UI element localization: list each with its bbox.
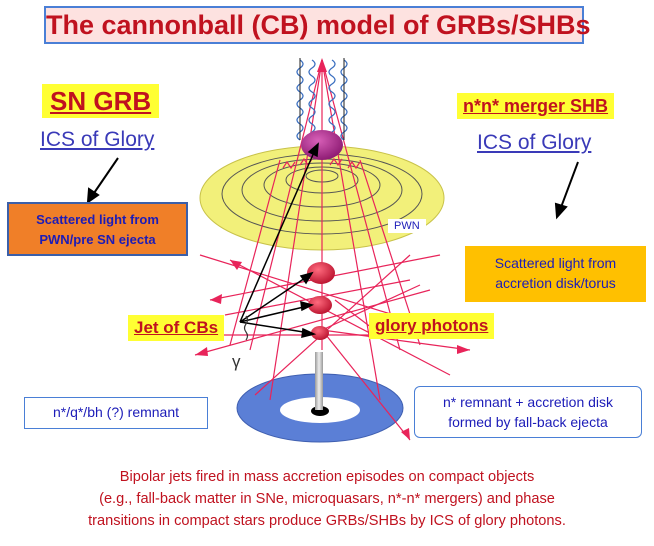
- leading-cannonball: [301, 130, 343, 160]
- jet-of-cbs-label: Jet of CBs: [128, 315, 225, 341]
- remnant-right-box: n* remnant + accretion disk formed by fa…: [414, 386, 642, 438]
- jet-pointer-arrows: [239, 142, 319, 338]
- merger-shb-heading: n*n* merger SHB: [457, 93, 615, 119]
- scattered-light-pwn-box: Scattered light from PWN/pre SN ejecta: [7, 202, 188, 256]
- caption: Bipolar jets fired in mass accretion epi…: [20, 466, 634, 532]
- cannonballs: [307, 262, 335, 340]
- ics-glory-right: ICS of Glory: [477, 131, 592, 154]
- scattered-light-disk-line2: accretion disk/torus: [495, 275, 616, 291]
- scattered-light-pwn-line2: PWN/pre SN ejecta: [39, 232, 156, 247]
- page-title: The cannonball (CB) model of GRBs/SHBs: [44, 6, 591, 44]
- remnant-right-line1: n* remnant + accretion disk: [442, 394, 614, 410]
- gamma-wave: [243, 315, 249, 341]
- scattered-light-disk-line1: Scattered light from: [494, 255, 617, 271]
- remnant-right-line2: formed by fall-back ejecta: [448, 414, 608, 430]
- pwn-label: PWN: [388, 219, 426, 233]
- caption-line3: transitions in compact stars produce GRB…: [88, 513, 566, 529]
- scattered-light-pwn-line1: Scattered light from: [36, 212, 159, 227]
- jet-stem: [315, 352, 323, 410]
- gamma-label: γ: [232, 352, 241, 371]
- glory-photons-label: glory photons: [369, 313, 495, 339]
- scattered-light-disk-box: Scattered light from accretion disk/toru…: [465, 246, 646, 302]
- caption-line1: Bipolar jets fired in mass accretion epi…: [119, 469, 535, 485]
- remnant-left-box: n*/q*/bh (?) remnant: [24, 397, 208, 429]
- ics-glory-left: ICS of Glory: [40, 128, 155, 151]
- ray-arrowheads: [195, 58, 470, 440]
- sn-grb-heading: SN GRB: [42, 84, 160, 118]
- caption-line2: (e.g., fall-back matter in SNe, microqua…: [99, 491, 555, 507]
- coil-outline: [299, 58, 345, 140]
- ics-arrows: [86, 157, 579, 220]
- glory-pointer: [334, 299, 373, 329]
